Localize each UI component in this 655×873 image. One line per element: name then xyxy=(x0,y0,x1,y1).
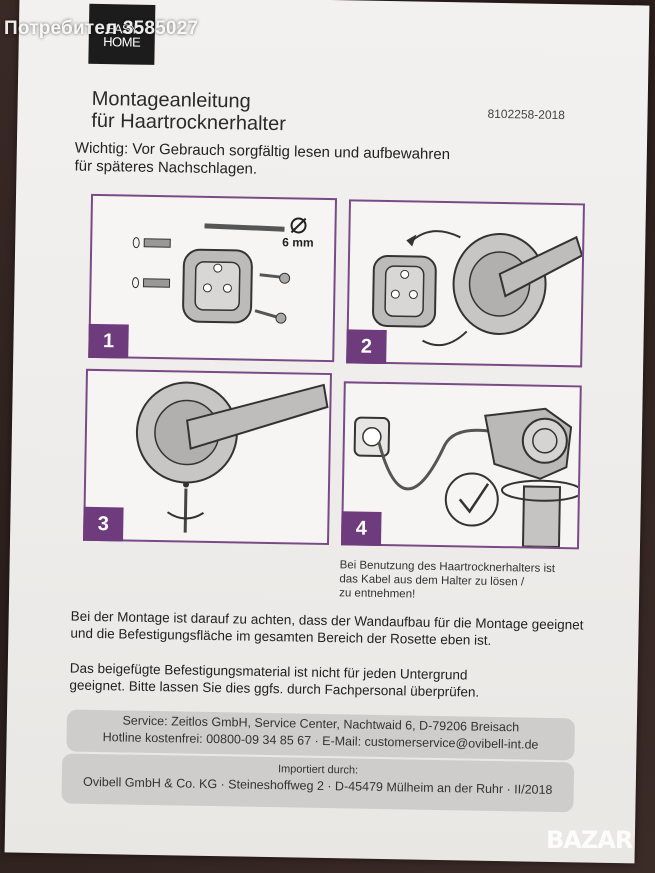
title-line-2: für Haartrocknerhalter xyxy=(91,109,287,136)
site-logo: BAZAR xyxy=(546,826,633,854)
step-1-number: 1 xyxy=(88,323,129,359)
drill-size-label: 6 mm xyxy=(282,235,314,250)
step-3-illustration xyxy=(135,381,329,533)
user-watermark: Потребител 3585027 xyxy=(4,18,199,39)
step-3-number: 3 xyxy=(83,506,124,542)
document-number: 8102258-2018 xyxy=(487,106,566,123)
step-4-note: Bei Benutzung des Haartrocknerhalters is… xyxy=(339,558,555,604)
step-3-panel: 3 xyxy=(83,368,332,546)
mounting-notice: Bei der Montage ist darauf zu achten, da… xyxy=(70,608,583,651)
step-1-panel: 6 mm 1 xyxy=(88,193,338,363)
step-4-number: 4 xyxy=(340,511,382,546)
importer-info: Importiert durch: Ovibell GmbH & Co. KG … xyxy=(61,753,575,813)
material-notice: Das beigefügte Befestigungsmaterial ist … xyxy=(69,660,479,701)
step-4-panel: 4 xyxy=(340,381,582,550)
service-info: Service: Zeitlos GmbH, Service Center, N… xyxy=(66,709,575,761)
step-2-illustration xyxy=(372,230,583,347)
page-title: Montageanleitung für Haartrocknerhalter xyxy=(91,88,286,135)
warning-text: Wichtig: Vor Gebrauch sorgfältig lesen u… xyxy=(74,140,450,183)
step-4-illustration xyxy=(353,407,580,548)
step-2-number: 2 xyxy=(346,329,387,365)
step-1-illustration xyxy=(132,217,307,324)
step-2-panel: 2 xyxy=(346,199,585,368)
instruction-sheet: EASY HOME Montageanleitung für Haartrock… xyxy=(4,0,650,864)
